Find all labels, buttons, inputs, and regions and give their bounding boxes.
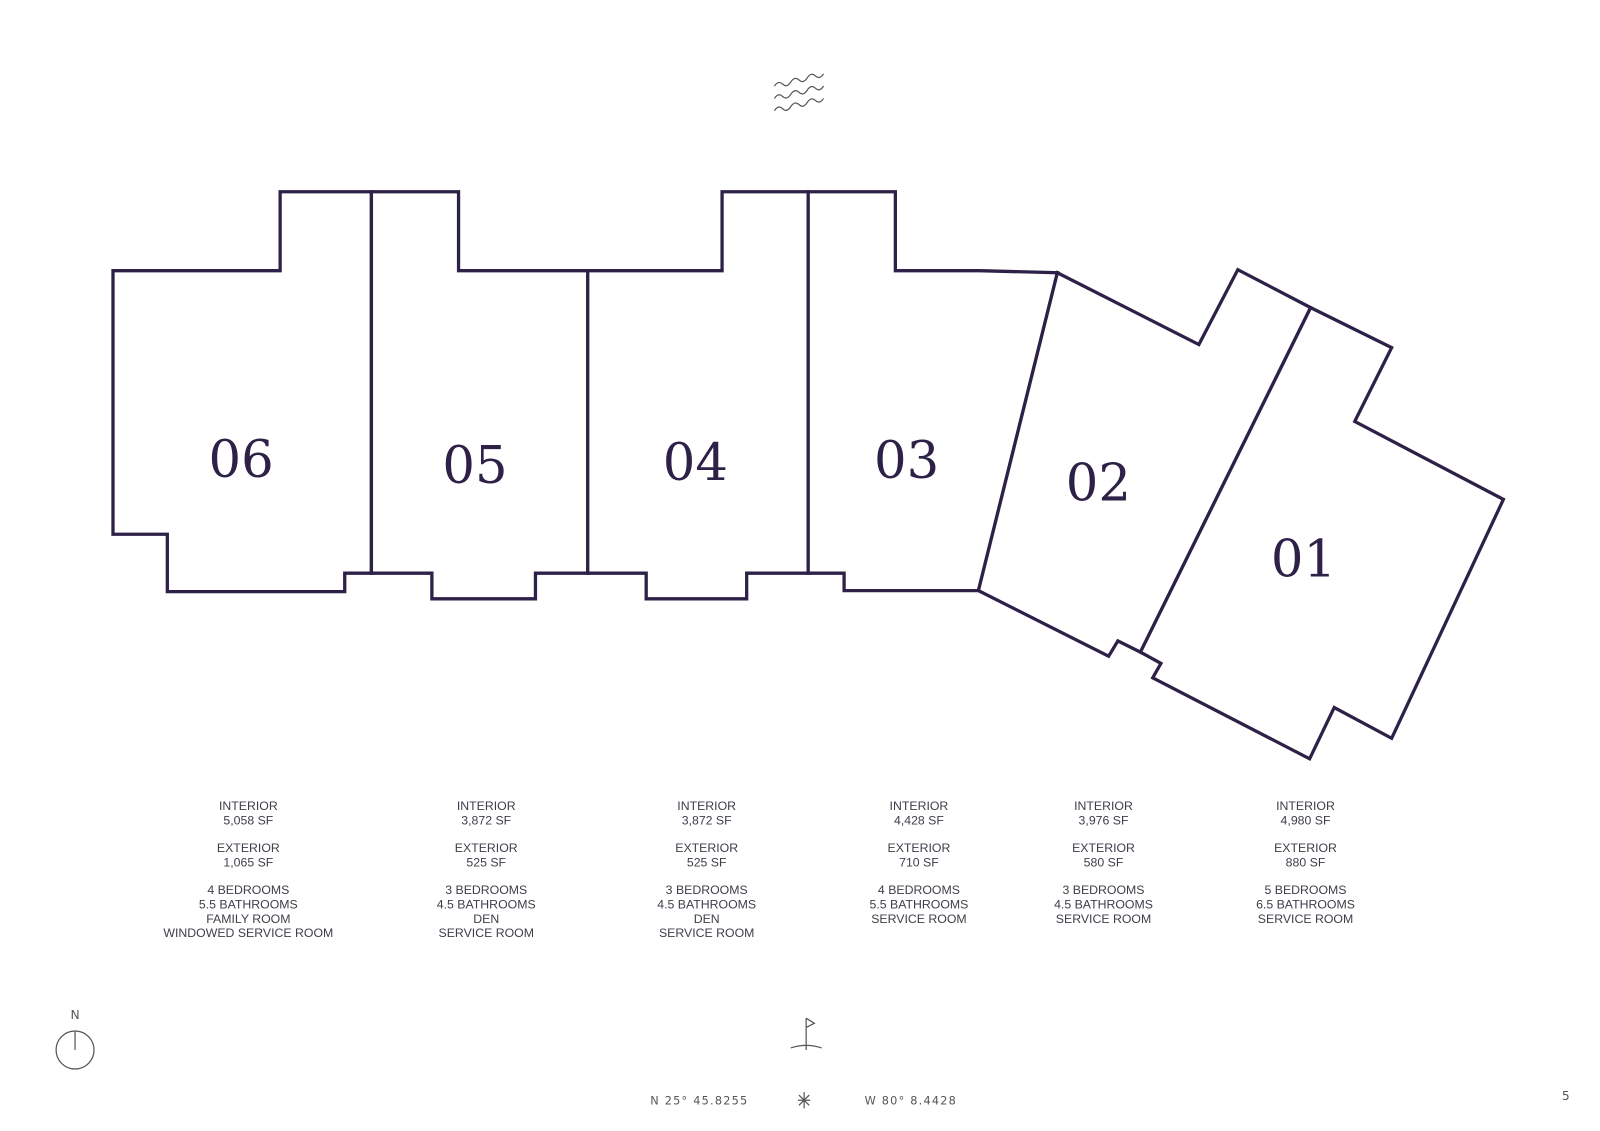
longitude: W 80° 8.4428	[865, 1094, 957, 1107]
unit-spec-line: 6.5 BATHROOMS	[1256, 897, 1355, 911]
unit-spec-line: 4,980 SF	[1281, 813, 1331, 827]
unit-spec-line: 525 SF	[466, 855, 506, 869]
unit-spec-line: EXTERIOR	[888, 841, 951, 855]
unit-spec-line: INTERIOR	[1276, 799, 1335, 813]
unit-spec-line: 4.5 BATHROOMS	[1054, 897, 1153, 911]
unit-spec-line: DEN	[694, 912, 720, 926]
unit-spec-line: 5.5 BATHROOMS	[870, 897, 969, 911]
unit-spec-line: SERVICE ROOM	[659, 926, 754, 940]
unit-spec-line: WINDOWED SERVICE ROOM	[163, 926, 333, 940]
unit-spec-line: EXTERIOR	[675, 841, 738, 855]
unit-spec-line: SERVICE ROOM	[1258, 912, 1353, 926]
unit-spec-line: DEN	[473, 912, 499, 926]
unit-spec-line: EXTERIOR	[1072, 841, 1135, 855]
unit-spec-line: 4.5 BATHROOMS	[657, 897, 756, 911]
unit-spec-line: FAMILY ROOM	[206, 912, 290, 926]
unit-spec-line: 3,976 SF	[1079, 813, 1129, 827]
ocean-waves-icon	[773, 73, 825, 112]
unit-04[interactable]	[586, 190, 810, 601]
unit-spec-line: 3,872 SF	[461, 813, 511, 827]
unit-spec-line: SERVICE ROOM	[871, 912, 966, 926]
unit-spec-line: 4,428 SF	[894, 813, 944, 827]
unit-spec-line: 880 SF	[1286, 855, 1326, 869]
unit-spec-line: 5.5 BATHROOMS	[199, 897, 298, 911]
unit-spec-line: INTERIOR	[457, 799, 516, 813]
unit-spec-line: EXTERIOR	[1274, 841, 1337, 855]
unit-spec-line: 3,872 SF	[682, 813, 732, 827]
unit-spec-line: SERVICE ROOM	[1056, 912, 1151, 926]
page-number: 5	[1562, 1089, 1571, 1103]
unit-spec-line: 4 BEDROOMS	[207, 883, 289, 897]
unit-05[interactable]	[369, 190, 590, 601]
unit-spec-line: 4 BEDROOMS	[878, 883, 960, 897]
unit-spec-line: 710 SF	[899, 855, 939, 869]
unit-label: 03	[874, 431, 939, 491]
unit-label: 06	[209, 430, 274, 490]
unit-spec-line: EXTERIOR	[217, 841, 280, 855]
unit-spec-line: 4.5 BATHROOMS	[437, 897, 536, 911]
north-arrow-icon	[55, 1030, 95, 1070]
latitude: N 25° 45.8255	[650, 1094, 748, 1107]
unit-spec-line: SERVICE ROOM	[439, 926, 534, 940]
unit-06[interactable]	[111, 190, 374, 594]
unit-spec-line: 5 BEDROOMS	[1265, 883, 1347, 897]
unit-spec-line: 525 SF	[687, 855, 727, 869]
unit-spec-line: INTERIOR	[677, 799, 736, 813]
unit-label: 02	[1066, 453, 1131, 513]
unit-spec-line: 580 SF	[1084, 855, 1124, 869]
unit-spec-line: 3 BEDROOMS	[1063, 883, 1145, 897]
unit-01[interactable]	[1138, 305, 1506, 762]
unit-spec-line: EXTERIOR	[455, 841, 518, 855]
unit-spec-line: 5,058 SF	[223, 813, 273, 827]
unit-spec-line: INTERIOR	[890, 799, 949, 813]
unit-label: 01	[1271, 529, 1336, 589]
unit-spec-line: 3 BEDROOMS	[445, 883, 527, 897]
unit-label: 05	[442, 436, 507, 496]
compass-star-icon	[797, 1092, 811, 1109]
unit-label: 04	[663, 433, 728, 493]
unit-spec-line: INTERIOR	[219, 799, 278, 813]
north-label: N	[70, 1008, 79, 1022]
unit-spec-line: 3 BEDROOMS	[666, 883, 748, 897]
golf-flag-icon	[790, 1017, 822, 1050]
unit-spec-line: INTERIOR	[1074, 799, 1133, 813]
unit-spec-line: 1,065 SF	[223, 855, 273, 869]
